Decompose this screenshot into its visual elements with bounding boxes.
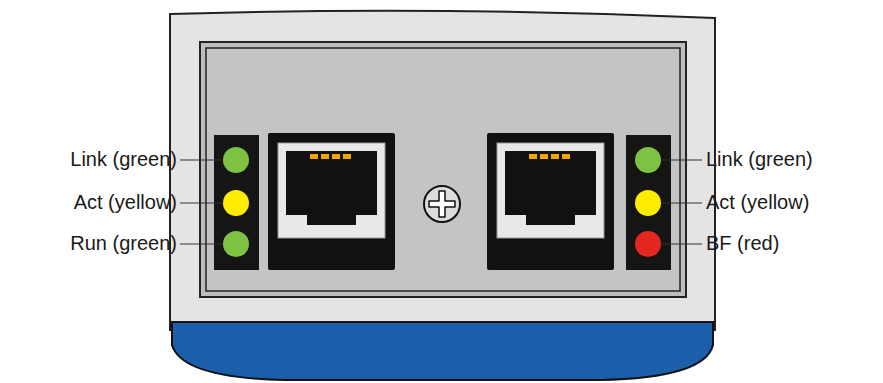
screw	[424, 186, 460, 222]
callout-label: BF (red)	[706, 231, 779, 255]
callout-label: Link (green)	[70, 147, 177, 171]
front-panel	[200, 42, 686, 297]
leader-lines	[180, 160, 702, 244]
link-led	[635, 147, 661, 173]
bf-led	[635, 231, 661, 257]
housing	[170, 11, 715, 330]
link-led	[223, 147, 249, 173]
run-led	[223, 231, 249, 257]
panel-inset	[206, 48, 680, 291]
rj45-port	[268, 133, 395, 270]
rj45-port	[487, 133, 614, 270]
callout-label: Act (yellow)	[74, 190, 177, 214]
callout-label: Act (yellow)	[706, 190, 809, 214]
act-led	[635, 190, 661, 216]
act-led	[223, 190, 249, 216]
base-band	[172, 322, 713, 380]
callout-label: Run (green)	[70, 231, 177, 255]
callout-label: Link (green)	[706, 147, 813, 171]
